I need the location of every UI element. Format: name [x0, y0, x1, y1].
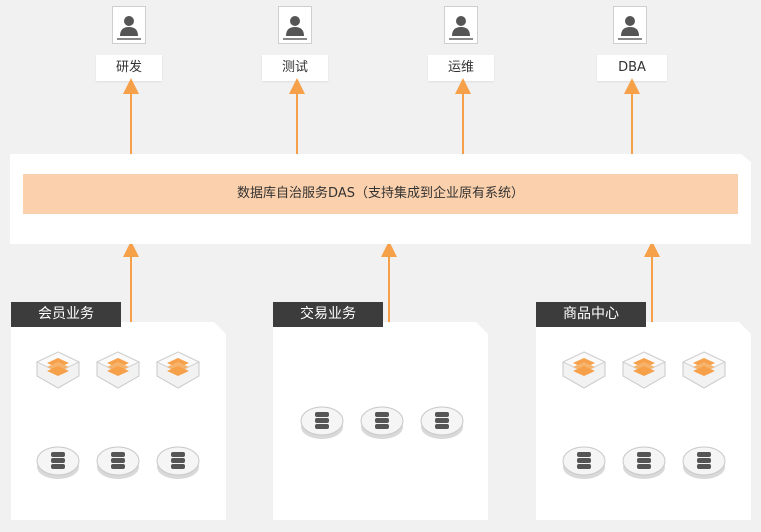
database-node-icon: [156, 446, 200, 479]
role-label-test: 测试: [262, 55, 328, 81]
cache-node-icon: [35, 351, 81, 389]
group-member-title: 会员业务: [11, 302, 121, 327]
database-node-icon: [562, 446, 606, 479]
user-icon: [278, 6, 312, 44]
user-icon: [613, 6, 647, 44]
role-label-dev: 研发: [96, 55, 162, 81]
cache-node-icon: [561, 351, 607, 389]
user-icon: [112, 6, 146, 44]
database-node-icon: [36, 446, 80, 479]
database-node-icon: [622, 446, 666, 479]
group-product-title: 商品中心: [536, 302, 646, 327]
database-node-icon: [96, 446, 140, 479]
das-platform-label: 数据库自治服务DAS（支持集成到企业原有系统）: [237, 186, 524, 201]
role-label-ops: 运维: [428, 55, 494, 81]
database-node-icon: [420, 406, 464, 439]
role-label-dba: DBA: [597, 55, 667, 81]
cache-node-icon: [95, 351, 141, 389]
group-trade-title: 交易业务: [273, 302, 383, 327]
user-icon: [444, 6, 478, 44]
das-platform-bar: [23, 174, 738, 214]
cache-node-icon: [681, 351, 727, 389]
database-node-icon: [300, 406, 344, 439]
cache-node-icon: [155, 351, 201, 389]
database-node-icon: [360, 406, 404, 439]
cache-node-icon: [621, 351, 667, 389]
database-node-icon: [682, 446, 726, 479]
